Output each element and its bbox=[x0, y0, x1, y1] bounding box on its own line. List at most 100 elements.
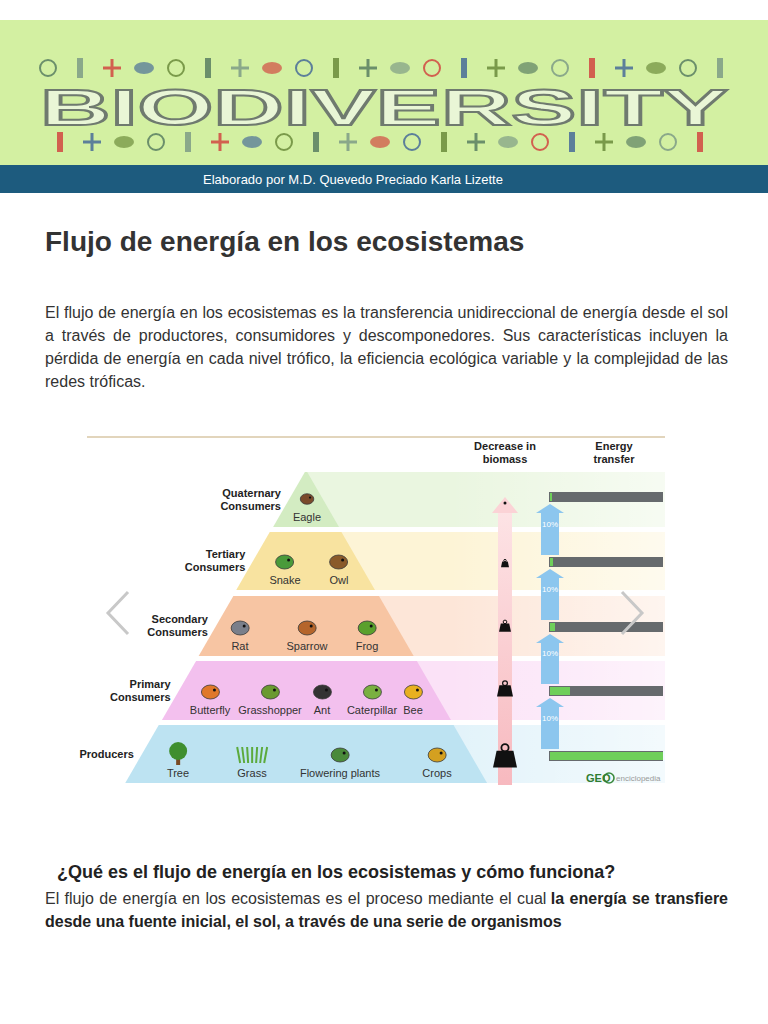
organism-name: Butterfly bbox=[190, 704, 230, 717]
decor-shape bbox=[168, 60, 184, 76]
weight-handle bbox=[504, 559, 506, 561]
organism-icon bbox=[342, 752, 345, 755]
decor-shape bbox=[296, 60, 312, 76]
decor-shape bbox=[148, 134, 164, 150]
level-label: Producers bbox=[60, 748, 134, 761]
decor-shape bbox=[134, 62, 154, 74]
weight-icon bbox=[504, 502, 507, 505]
organism-icon bbox=[287, 559, 290, 562]
biomass-arrow bbox=[498, 512, 512, 785]
banner-title: BIODIVERSITY bbox=[40, 82, 728, 134]
organism-icon bbox=[201, 685, 219, 699]
trophic-level: ProducersTreeGrassFlowering plantsCrops bbox=[60, 725, 489, 783]
decor-shape bbox=[103, 59, 121, 77]
percent-label: 10% bbox=[538, 714, 562, 723]
band-polygon bbox=[125, 725, 487, 783]
energy-bar bbox=[549, 557, 663, 567]
decor-shape bbox=[359, 59, 377, 77]
decor-shape bbox=[424, 60, 440, 76]
organism-icon bbox=[212, 689, 215, 692]
decor-shape bbox=[487, 59, 505, 77]
weight-icon bbox=[493, 751, 517, 768]
organism-name: Grasshopper bbox=[238, 704, 302, 717]
decor-shape bbox=[262, 62, 282, 74]
decor-shape bbox=[552, 60, 568, 76]
band-polygon bbox=[273, 472, 339, 527]
organism-icon bbox=[309, 496, 311, 498]
intro-paragraph: El flujo de energía en los ecosistemas e… bbox=[45, 301, 728, 393]
percent-label: 10% bbox=[538, 520, 562, 529]
watermark: enciclopedia bbox=[616, 774, 660, 783]
decor-shape bbox=[370, 136, 390, 148]
band-polygon bbox=[161, 661, 450, 720]
organism-name: Sparrow bbox=[287, 640, 328, 653]
decor-shape bbox=[441, 132, 447, 152]
organism-icon bbox=[330, 555, 348, 569]
rule-line bbox=[87, 436, 665, 438]
weight-handle bbox=[501, 744, 508, 751]
decor-shape bbox=[205, 58, 211, 78]
transfer-arrow bbox=[541, 577, 559, 620]
decor-shape bbox=[660, 134, 676, 150]
energy-fill bbox=[550, 558, 553, 566]
decor-shape bbox=[646, 62, 666, 74]
text-run: El flujo de energía en los ecosistemas e… bbox=[45, 890, 546, 907]
decor-shape bbox=[404, 134, 420, 150]
decor-shape bbox=[339, 133, 357, 151]
trophic-level: Quaternary ConsumersEagle bbox=[207, 472, 341, 527]
organism-name: Flowering plants bbox=[300, 767, 380, 780]
percent-label: 10% bbox=[538, 649, 562, 658]
decor-shape bbox=[185, 132, 191, 152]
biomass-arrow-head bbox=[492, 497, 518, 513]
band-polygon bbox=[198, 596, 413, 656]
band-polygon bbox=[237, 532, 376, 590]
energy-fill bbox=[550, 687, 570, 695]
organism-icon bbox=[404, 685, 422, 699]
level-label: Primary Consumers bbox=[97, 678, 171, 704]
transfer-arrow bbox=[541, 706, 559, 749]
column-header: Energy transfer bbox=[582, 440, 646, 466]
energy-bar bbox=[549, 686, 663, 696]
section-heading: ¿Qué es el flujo de energía en los ecosi… bbox=[57, 861, 757, 883]
decor-shape bbox=[211, 133, 229, 151]
percent-label: 10% bbox=[538, 585, 562, 594]
organism-name: Caterpillar bbox=[347, 704, 397, 717]
decor-shape bbox=[114, 136, 134, 148]
decor-shape bbox=[231, 59, 249, 77]
decor-shape bbox=[313, 132, 319, 152]
decor-shape bbox=[77, 58, 83, 78]
organism-icon bbox=[415, 689, 418, 692]
watermark: GEO bbox=[586, 772, 610, 784]
decor-shape bbox=[83, 133, 101, 151]
organism-icon bbox=[231, 621, 249, 635]
decor-shape bbox=[680, 60, 696, 76]
level-label: Tertiary Consumers bbox=[171, 548, 245, 574]
organism-icon bbox=[341, 559, 344, 562]
decor-shape bbox=[461, 58, 467, 78]
decor-shape bbox=[615, 59, 633, 77]
decor-shape bbox=[467, 133, 485, 151]
weight-icon bbox=[499, 623, 511, 631]
decor-shape bbox=[697, 132, 703, 152]
trophic-level: Secondary ConsumersRatSparrowFrog bbox=[134, 596, 416, 656]
decor-shape bbox=[532, 134, 548, 150]
organism-icon bbox=[439, 752, 442, 755]
byline: Elaborado por M.D. Quevedo Preciado Karl… bbox=[0, 172, 706, 187]
organism-icon bbox=[260, 747, 262, 763]
organism-name: Snake bbox=[269, 574, 300, 587]
level-label: Quaternary Consumers bbox=[207, 487, 281, 513]
organism-icon bbox=[237, 747, 240, 763]
carousel-arrow bbox=[108, 592, 128, 634]
energy-fill bbox=[550, 623, 555, 631]
byline-bar bbox=[0, 165, 768, 193]
weight-icon bbox=[497, 685, 513, 696]
organism-icon bbox=[242, 747, 244, 763]
organism-name: Tree bbox=[167, 767, 189, 780]
transfer-arrow bbox=[541, 512, 559, 555]
organism-icon bbox=[363, 685, 381, 699]
organism-name: Grass bbox=[237, 767, 266, 780]
organism-name: Owl bbox=[330, 574, 349, 587]
organism-icon bbox=[242, 625, 245, 628]
organism-name: Rat bbox=[231, 640, 248, 653]
